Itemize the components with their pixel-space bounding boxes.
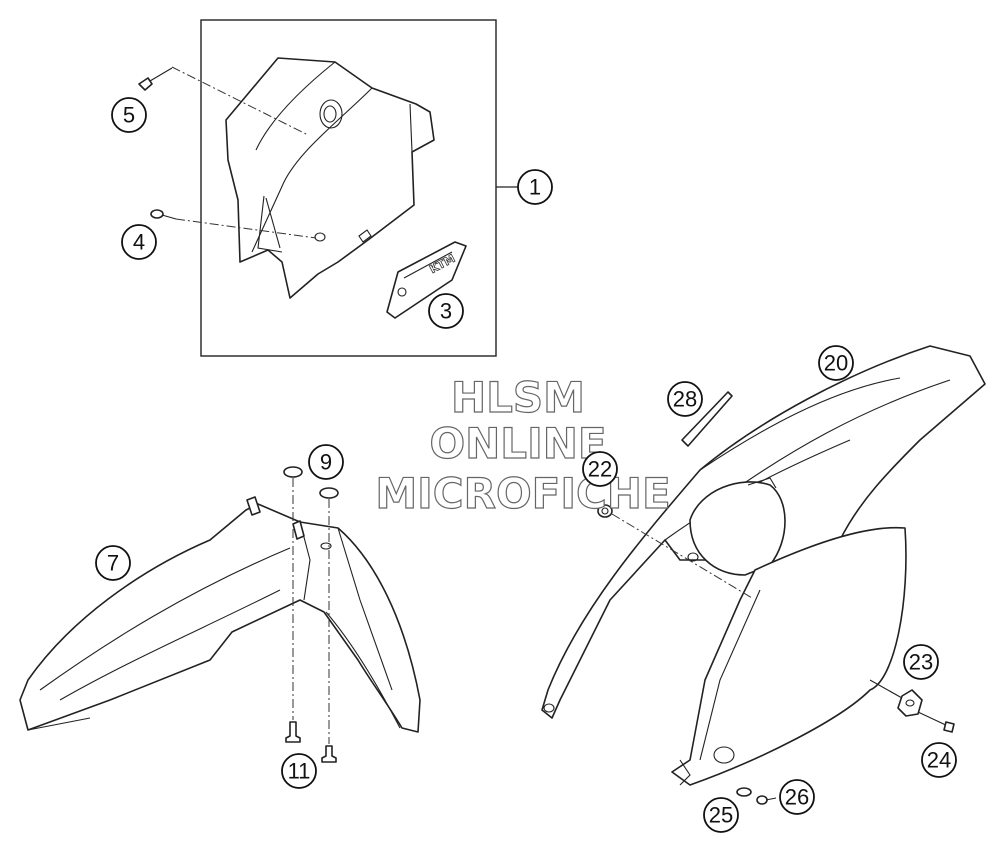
bolt-part-24 (917, 711, 955, 733)
callout-25-label: 25 (709, 803, 733, 828)
leader-5 (171, 66, 309, 136)
screw-part-11 (285, 721, 337, 763)
side-panel (671, 526, 907, 786)
callout-23-label: 23 (909, 650, 933, 675)
nut-part-22 (597, 504, 613, 518)
callout-20-label: 20 (824, 351, 848, 376)
callout-7: 7 (95, 545, 131, 581)
screw-part-5 (138, 67, 173, 91)
callout-22-label: 22 (588, 457, 612, 482)
leader-23 (869, 679, 903, 699)
callout-11-label: 11 (288, 759, 311, 784)
callout-22: 22 (582, 451, 618, 487)
callout-23: 23 (903, 644, 939, 680)
callout-11: 11 (281, 753, 317, 789)
washer-part-25 (736, 787, 752, 797)
callout-24: 24 (921, 742, 957, 778)
callout-1: 1 (517, 169, 553, 205)
assembly-frame (200, 19, 497, 357)
callout-26: 26 (779, 779, 815, 815)
leader-22 (611, 513, 753, 599)
callout-7-label: 7 (107, 551, 119, 576)
callout-4-label: 4 (133, 230, 145, 255)
watermark-line-3: MICROFICHE (375, 469, 670, 518)
watermark-line-1: HLSM (451, 373, 585, 422)
callout-25: 25 (703, 797, 739, 833)
screw-part-26 (756, 795, 777, 805)
screw-part-4 (150, 209, 177, 220)
callout-4: 4 (121, 224, 157, 260)
rear-fender (541, 345, 986, 719)
front-fender (19, 496, 421, 733)
washer-part-9 (283, 466, 339, 499)
callout-9-label: 9 (320, 450, 332, 475)
callout-3-label: 3 (440, 299, 452, 324)
callout-5: 5 (111, 97, 147, 133)
decal-part-3: KTM (386, 241, 467, 319)
watermark-line-2: ONLINE (429, 419, 606, 468)
callout-3: 3 (428, 293, 464, 329)
callout-24-label: 24 (927, 748, 951, 773)
decal-part-28 (681, 391, 733, 447)
callout-26-label: 26 (785, 785, 809, 810)
number-plate (225, 57, 435, 299)
callout-28: 28 (667, 381, 703, 417)
callout-28-label: 28 (673, 387, 697, 412)
callout-5-label: 5 (123, 103, 135, 128)
leader-4 (175, 218, 317, 239)
callout-20: 20 (818, 345, 854, 381)
callout-1-label: 1 (529, 175, 541, 200)
callout-9: 9 (308, 444, 344, 480)
bushing-part-23 (897, 689, 923, 717)
